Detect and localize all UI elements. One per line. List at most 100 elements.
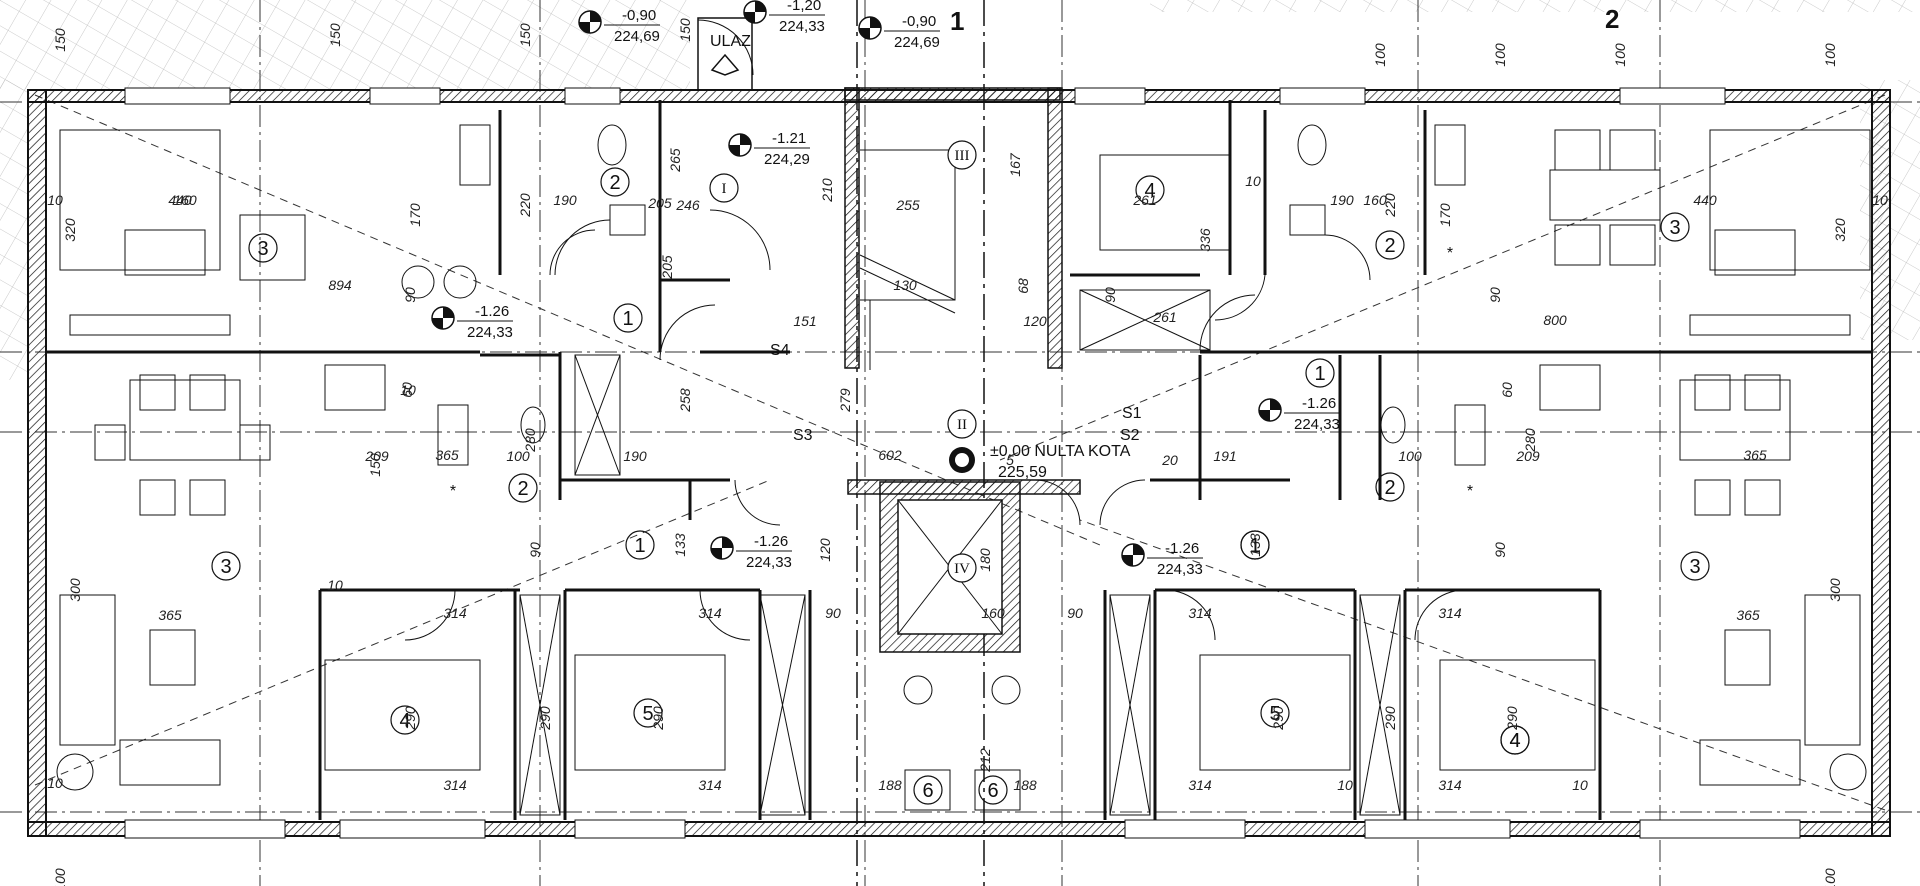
dimension-label: 280 [1522,428,1538,453]
dimension-label: 180 [977,548,993,572]
room-number: 2 [1375,472,1405,502]
paving-left [0,0,690,90]
level-mark-bottom: 224,33 [1157,561,1203,578]
dimension-label: 440 [168,192,192,208]
stair-label-s4: S4 [770,342,790,359]
dimension-label: 280 [522,428,538,453]
dimension-label: 130 [893,277,917,293]
dimension-label: 320 [1832,218,1848,242]
level-mark-top: -0,90 [622,7,656,24]
level-mark-top: -1,20 [787,0,821,14]
room-number-text: 1 [1249,535,1260,557]
entrance [697,17,753,90]
dimension-label: 314 [1438,605,1462,621]
paving-right-top [1150,0,1920,12]
dimension-label: 190 [553,192,577,208]
roman-room-text: I [722,181,727,197]
roman-room-text: IV [954,561,970,577]
misc-mark: * [1447,245,1453,262]
room-number: 2 [508,473,538,503]
room-number: 3 [1660,212,1690,242]
dimension-label: 90 [825,605,841,621]
dimension-label: 120 [1023,313,1047,329]
dimension-label: 255 [895,197,920,213]
dimension-label: 170 [407,203,423,227]
dimension-label: 151 [793,313,816,329]
section-marker-1: 1 [950,6,964,36]
roman-room-circle [947,409,977,439]
dimension-label: 314 [1188,777,1212,793]
level-mark-top: -1.26 [754,533,788,550]
room-number-circle [390,705,420,735]
dimension-label: 365 [1743,447,1767,463]
section-lines [856,0,985,886]
stair-label-s2: S2 [1120,427,1140,444]
dimension-label: 68 [1015,278,1031,294]
section-marker-2: 2 [1605,4,1619,34]
dimension-label: 90 [1487,287,1503,303]
room-number-circle [613,303,643,333]
roman-room-circle [947,140,977,170]
room-number: 3 [1680,551,1710,581]
dimension-label: 261 [1132,192,1156,208]
dimension-label: 150 [52,28,68,52]
room-number-circle [913,775,943,805]
dimension-label: 300 [1827,578,1843,602]
dimension-label: 10 [1572,777,1588,793]
level-mark-top: -1.26 [1165,540,1199,557]
room-number: 4 [390,705,420,735]
dimension-label: 150 [677,18,693,42]
level-mark-bottom: 224,33 [779,18,825,35]
misc-mark: * [1467,483,1473,500]
dimension-label: 190 [1330,192,1354,208]
furniture [56,124,1871,816]
room-number: 2 [1375,230,1405,260]
dimension-label: 209 [1515,448,1540,464]
dimension-label: 100 [1492,43,1508,67]
dimension-label: 133 [1247,533,1263,557]
dimension-label: 279 [837,388,853,413]
roman-room: IV [947,553,977,583]
room-number-text: 6 [922,780,933,802]
room-number-text: 2 [1384,235,1395,257]
dimension-label: 188 [1013,777,1037,793]
room-number: 4 [1135,175,1165,205]
dimension-label: 290 [1382,706,1398,731]
room-number: 6 [913,775,943,805]
dimension-label: 365 [435,447,459,463]
dimension-label: 314 [1188,605,1212,621]
dimension-label: 365 [158,607,182,623]
room-number-circle [1660,212,1690,242]
dimension-label: 190 [623,448,647,464]
dimension-label: 212 [977,748,993,773]
dimension-label: 314 [1438,777,1462,793]
level-mark-bottom: 224,33 [467,324,513,341]
interior-walls [46,100,1872,820]
dimension-label: 258 [677,388,693,413]
dimension-label: 10 [400,382,416,398]
room-number: 5 [1260,698,1290,728]
room-number-text: 3 [1669,217,1680,239]
dimension-label: 265 [667,148,683,173]
dimension-label: 220 [1382,193,1398,218]
room-number: 4 [1500,725,1530,755]
room-number-circle [508,473,538,503]
roman-room: I [709,173,739,203]
dimension-label: 150 [367,453,383,477]
dimension-label: 100 [1822,43,1838,67]
level-mark-bottom: 224,69 [894,34,940,51]
dimension-label: 220 [517,193,533,218]
dimension-label: 100 [1398,448,1422,464]
room-number-text: 4 [1509,730,1520,752]
room-number: 5 [633,698,663,728]
room-number: 3 [211,551,241,581]
room-number: 6 [978,775,1008,805]
paving-left-side [0,80,30,380]
room-number-text: 3 [220,556,231,578]
room-number-circle [211,551,241,581]
level-mark: -1,20 224,33 [743,0,825,35]
dimension-label: 90 [1492,542,1508,558]
